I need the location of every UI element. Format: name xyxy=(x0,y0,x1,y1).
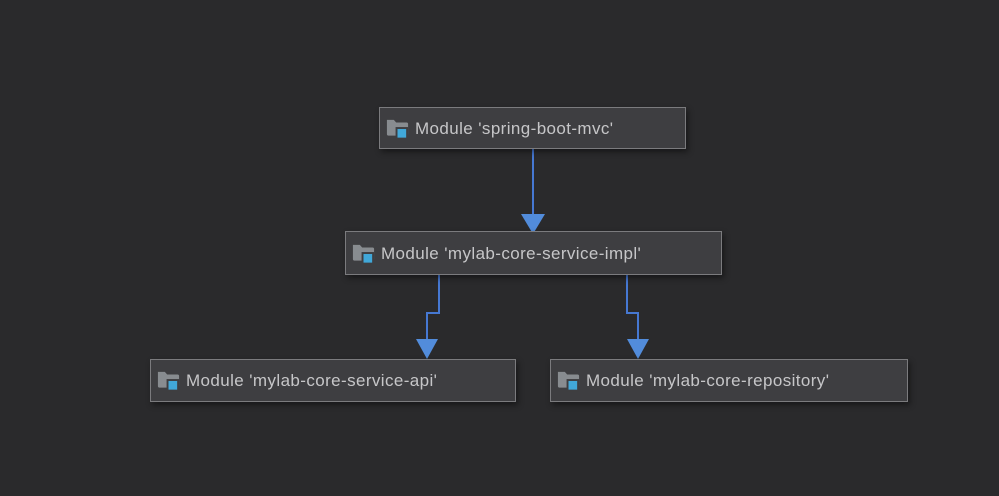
module-folder-icon xyxy=(557,371,580,392)
module-folder-icon xyxy=(386,119,409,140)
module-folder-icon xyxy=(157,371,180,392)
module-node-mylab-core-service-api[interactable]: Module 'mylab-core-service-api' xyxy=(150,359,516,402)
module-node-mylab-core-service-impl[interactable]: Module 'mylab-core-service-impl' xyxy=(345,231,722,275)
module-node-label: Module 'spring-boot-mvc' xyxy=(415,118,614,138)
module-node-mylab-core-repository[interactable]: Module 'mylab-core-repository' xyxy=(550,359,908,402)
module-folder-icon xyxy=(352,244,375,265)
module-node-label: Module 'mylab-core-service-impl' xyxy=(381,243,642,263)
module-node-spring-boot-mvc[interactable]: Module 'spring-boot-mvc' xyxy=(379,107,686,149)
module-node-label: Module 'mylab-core-repository' xyxy=(586,371,830,390)
module-node-label: Module 'mylab-core-service-api' xyxy=(186,371,438,390)
